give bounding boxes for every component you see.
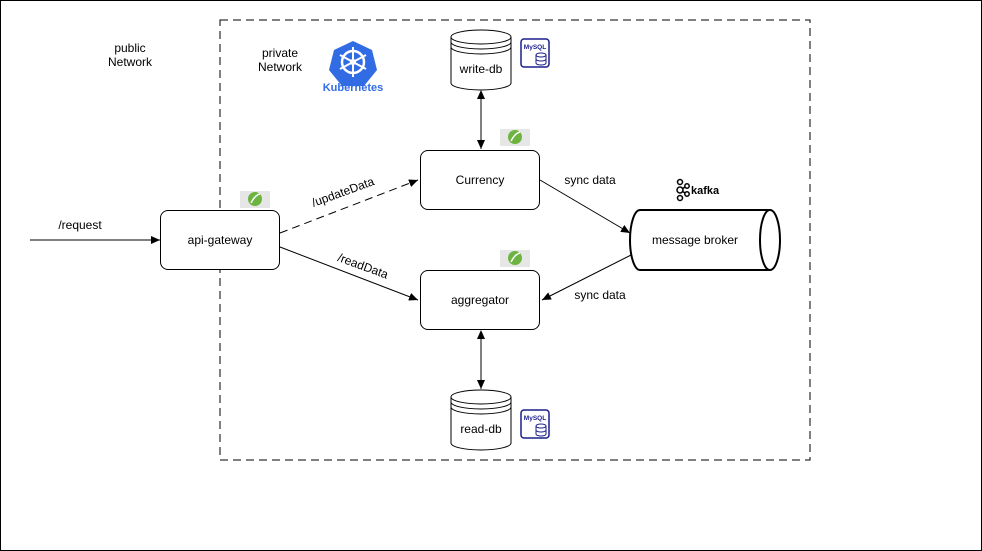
kafka-label: kafka	[691, 185, 720, 197]
spring-icon	[500, 250, 530, 267]
read-data-arrow	[279, 246, 419, 301]
update-data-arrow	[279, 179, 419, 234]
request-edge-label: /request	[58, 218, 102, 232]
spring-icon	[240, 191, 270, 208]
message-broker-node	[629, 209, 781, 271]
currency-label: Currency	[455, 173, 505, 187]
sync-in-arrow	[541, 253, 634, 301]
write-db-label: write-db	[459, 62, 503, 76]
sync-in-edge-label: sync data	[574, 288, 626, 302]
kubernetes-icon	[329, 41, 377, 86]
public-network-label: public Network	[107, 41, 152, 69]
svg-text:MySQL: MySQL	[524, 44, 546, 51]
mysql-icon: MySQL	[520, 38, 550, 68]
mysql-icon: MySQL	[520, 409, 550, 439]
api-gateway-label: api-gateway	[187, 233, 253, 247]
sync-out-arrow	[539, 179, 631, 234]
aggregator-label: aggregator	[450, 293, 510, 307]
sync-out-edge-label: sync data	[564, 173, 616, 187]
currency-node[interactable]: Currency	[420, 150, 540, 210]
api-gateway-node[interactable]: api-gateway	[160, 210, 280, 270]
read-db-label: read-db	[460, 422, 502, 436]
kafka-icon	[676, 178, 690, 202]
aggregator-node[interactable]: aggregator	[420, 270, 540, 330]
private-network-label: private Network	[257, 46, 302, 74]
svg-text:MySQL: MySQL	[524, 415, 546, 422]
write-db-node	[450, 29, 512, 91]
spring-icon	[500, 129, 530, 146]
read-db-node	[450, 389, 512, 451]
message-broker-label: message broker	[651, 233, 739, 247]
kubernetes-label: Kubernetes	[322, 82, 384, 94]
